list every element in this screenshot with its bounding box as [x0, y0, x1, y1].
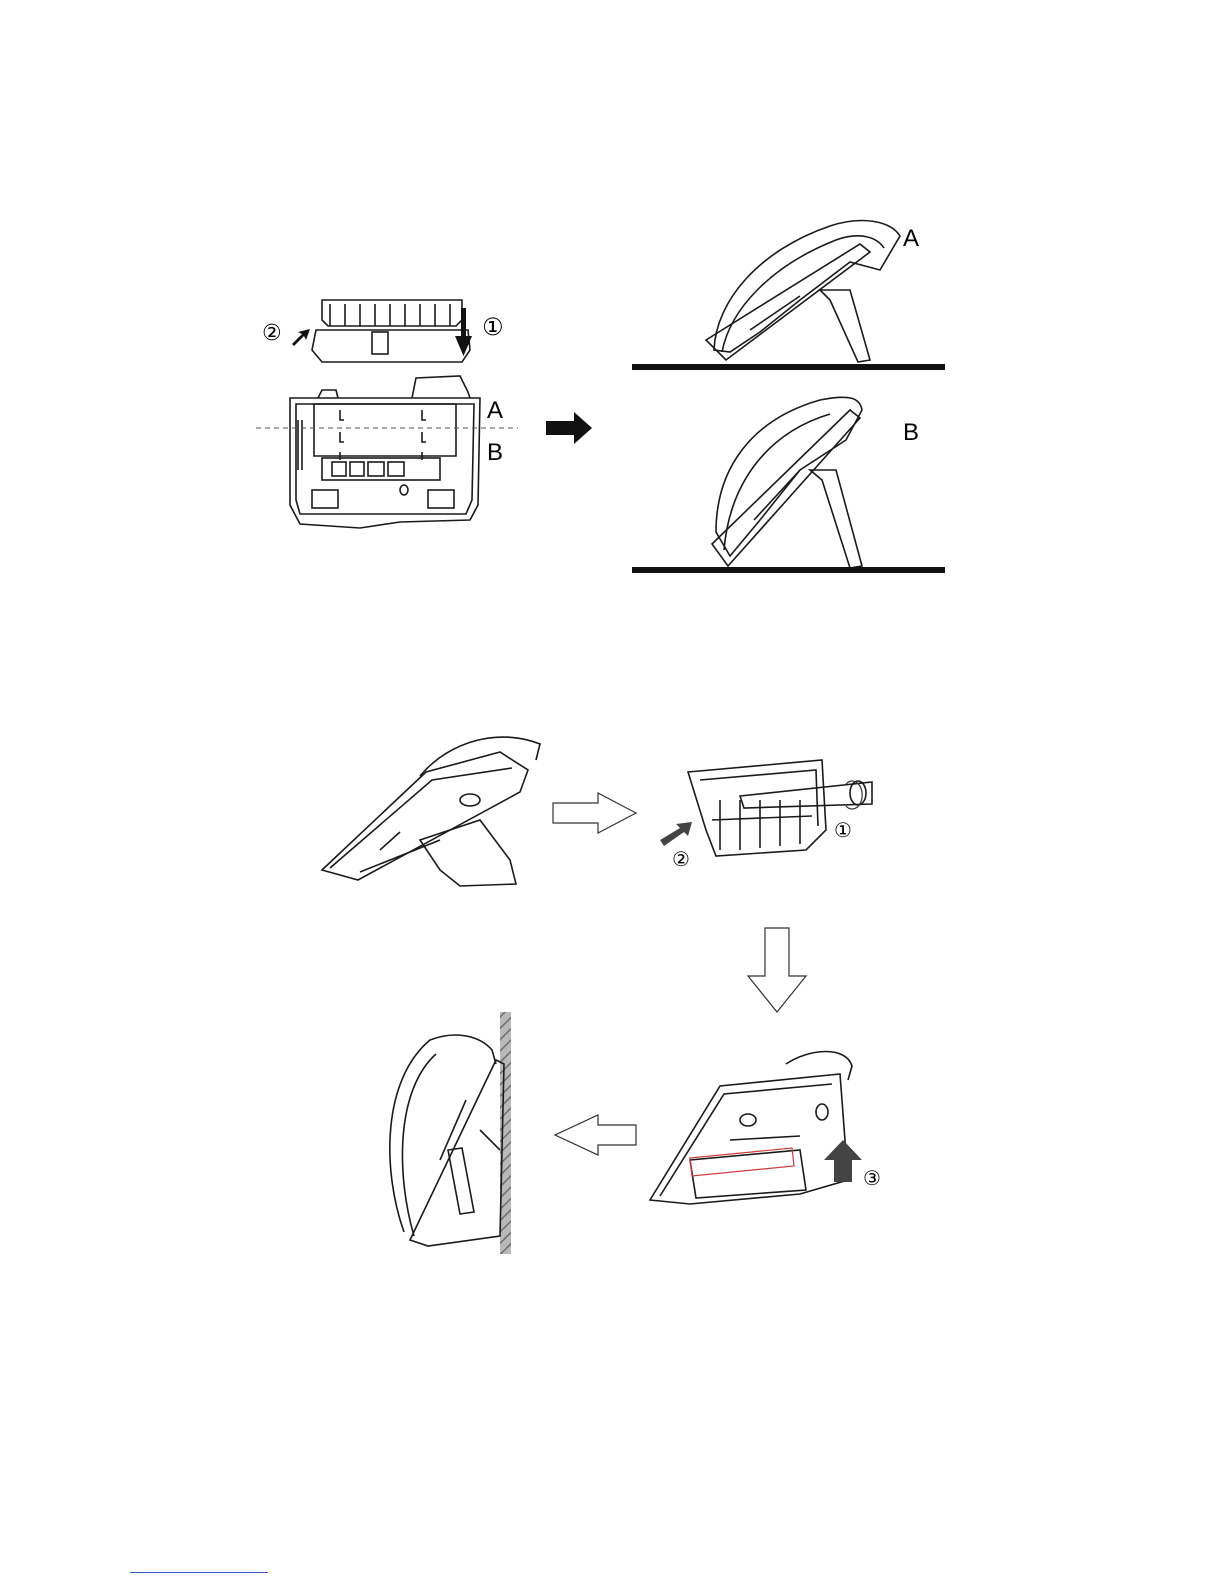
- phone-side-view-a: [706, 221, 900, 362]
- figure-wall-mounting: ① ② ③: [322, 737, 881, 1254]
- footer-link-underline[interactable]: [130, 1572, 268, 1573]
- phone-back-view: [290, 376, 480, 528]
- result-label-a: A: [903, 225, 919, 252]
- split-label-a: A: [487, 397, 503, 424]
- outline-left-arrow-icon: [555, 1115, 636, 1155]
- desk-surface-b: [632, 567, 945, 573]
- up-arrow-icon: [824, 1140, 862, 1182]
- stand-piece: [312, 300, 470, 362]
- step-push-label: ②: [262, 321, 282, 346]
- push-arrow-icon: [292, 329, 310, 346]
- mount-step-3: ③: [863, 1166, 881, 1190]
- phone-mount-bracket: [650, 1052, 852, 1205]
- outline-right-arrow-icon: [553, 793, 636, 833]
- desk-surface-a: [632, 364, 945, 370]
- push-arrow-icon: [660, 822, 692, 846]
- step-down-label: ①: [482, 313, 504, 341]
- figure-stand-attachment: ② ① A B: [256, 221, 945, 573]
- phone-side-view-b: [712, 397, 862, 568]
- phone-on-stand: [322, 737, 540, 886]
- outline-down-arrow-icon: [748, 928, 806, 1012]
- removal-step-1: ①: [834, 818, 852, 842]
- right-arrow-icon: [546, 412, 592, 444]
- removal-step-2: ②: [672, 847, 690, 871]
- result-label-b: B: [903, 419, 919, 446]
- split-label-b: B: [487, 439, 503, 466]
- phone-on-wall: [390, 1035, 504, 1246]
